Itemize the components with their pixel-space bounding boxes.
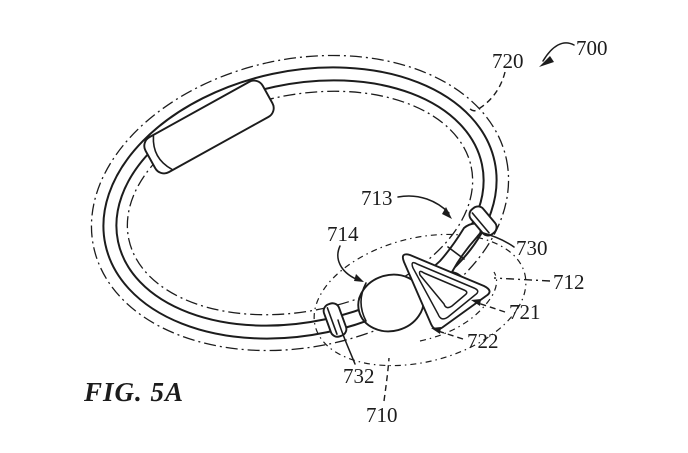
leader-720 (467, 71, 506, 112)
ref-label-712: 712 (553, 270, 585, 294)
leader-700 (542, 42, 575, 62)
ref-label-732: 732 (343, 364, 375, 388)
earbud-phantom-outline (313, 233, 527, 367)
leader-722 (437, 330, 464, 340)
leader-721 (477, 302, 506, 313)
ref-label-721: 721 (509, 300, 541, 324)
band-loop (90, 54, 510, 352)
stem-joint-line (447, 246, 465, 260)
arrowhead-700 (539, 56, 554, 67)
leader-712 (493, 277, 551, 282)
ref-label-722: 722 (467, 329, 499, 353)
band-outer-phantom-line (90, 54, 510, 352)
ref-label-713: 713 (361, 186, 393, 210)
attachment-clip-middle (411, 261, 479, 320)
ref-label-714: 714 (327, 222, 359, 246)
leader-713 (397, 195, 450, 214)
stem-ring-line (471, 212, 490, 234)
leader-714 (337, 245, 357, 280)
arrowhead-713 (442, 207, 452, 219)
ref-label-730: 730 (516, 236, 548, 260)
leader-710 (383, 357, 390, 402)
arrowhead-714 (354, 274, 364, 282)
earbud-assembly (322, 205, 498, 342)
arrowhead-721 (471, 299, 481, 306)
stem-ring (468, 205, 498, 237)
arrowhead-722 (431, 327, 441, 334)
band-outer-line (102, 66, 498, 340)
ref-label-700: 700 (576, 36, 608, 60)
band-inner-line (115, 79, 485, 327)
cord-collar-line (326, 307, 338, 335)
attachment-clip-inner (418, 270, 468, 309)
leader-732 (337, 319, 356, 365)
sleeve-end-cap-line (152, 135, 173, 171)
band-inner-phantom-line (126, 90, 474, 316)
leader-730 (479, 231, 515, 248)
earbud-cord-socket-line (360, 282, 367, 322)
band-sleeve (143, 79, 275, 175)
figure-caption: FIG. 5A (83, 377, 184, 407)
clip-phantom-arc (419, 271, 498, 342)
ref-label-720: 720 (492, 49, 524, 73)
ref-label-710: 710 (366, 403, 398, 427)
